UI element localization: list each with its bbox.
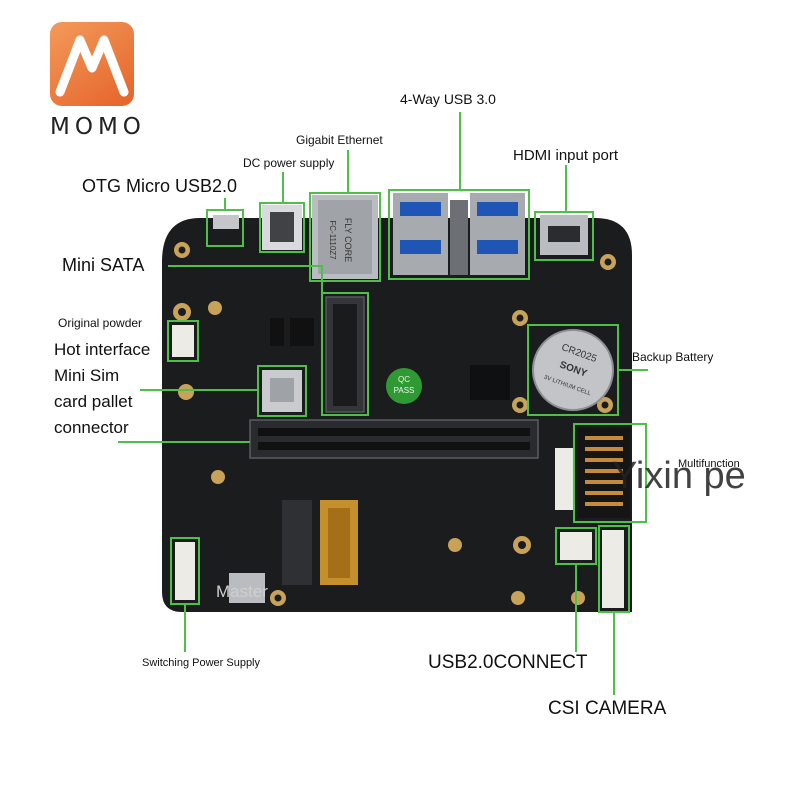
label-backup-battery: Backup Battery — [632, 350, 714, 364]
switching-power-connector — [175, 542, 195, 600]
usb30-ports — [393, 193, 525, 275]
label-connector: connector — [54, 418, 129, 437]
callout-hdmi-box — [534, 211, 594, 261]
side-connector — [555, 448, 573, 510]
label-ethernet: Gigabit Ethernet — [296, 133, 383, 147]
label-original-powder: Original powder — [58, 316, 143, 330]
hot-interface-connector — [172, 325, 194, 357]
otg-port — [213, 215, 239, 229]
qc-pass-sticker — [386, 368, 422, 404]
label-dc-power: DC power supply — [243, 156, 335, 170]
callout-hot-box — [167, 320, 199, 362]
usb20-connector — [560, 532, 592, 560]
soc-chip — [470, 365, 510, 400]
label-usb20-connect: USB2.0CONNECT — [428, 652, 588, 673]
callout-msata-box — [321, 292, 369, 416]
label-mini-sata: Mini SATA — [62, 255, 145, 275]
callout-ethernet-box — [309, 192, 381, 282]
label-usb30: 4-Way USB 3.0 — [400, 91, 496, 107]
brand-name: MOMO — [50, 114, 146, 140]
label-otg: OTG Micro USB2.0 — [82, 176, 238, 196]
coin-battery — [532, 329, 614, 411]
logo-m-mark — [55, 35, 129, 97]
label-card-pallet: card pallet — [54, 392, 133, 411]
label-master: Master — [216, 582, 268, 601]
label-switching-power: Switching Power Supply — [142, 657, 261, 669]
label-multifunction: Multifunction — [678, 458, 740, 470]
label-hot-interface: Hot interface — [54, 340, 151, 359]
m2-slot — [282, 500, 312, 585]
svg-text:QC: QC — [398, 375, 410, 384]
label-csi-camera: CSI CAMERA — [548, 698, 667, 719]
ethernet-brand: FLY CORE — [343, 218, 353, 262]
svg-text:PASS: PASS — [394, 386, 415, 395]
csi-connector — [602, 530, 624, 608]
brand-logo — [50, 22, 134, 106]
label-watermark: Yixin pe — [612, 455, 746, 497]
ethernet-code-text: FC-1110Z7 — [328, 220, 337, 260]
label-mini-sim: Mini Sim — [54, 366, 120, 385]
ethernet-jack-text: FLY CORE — [343, 218, 353, 262]
pin-headers — [270, 318, 314, 346]
sodimm-slot — [249, 419, 539, 459]
callout-multifunction-box — [573, 423, 647, 523]
label-hdmi: HDMI input port — [513, 147, 619, 164]
